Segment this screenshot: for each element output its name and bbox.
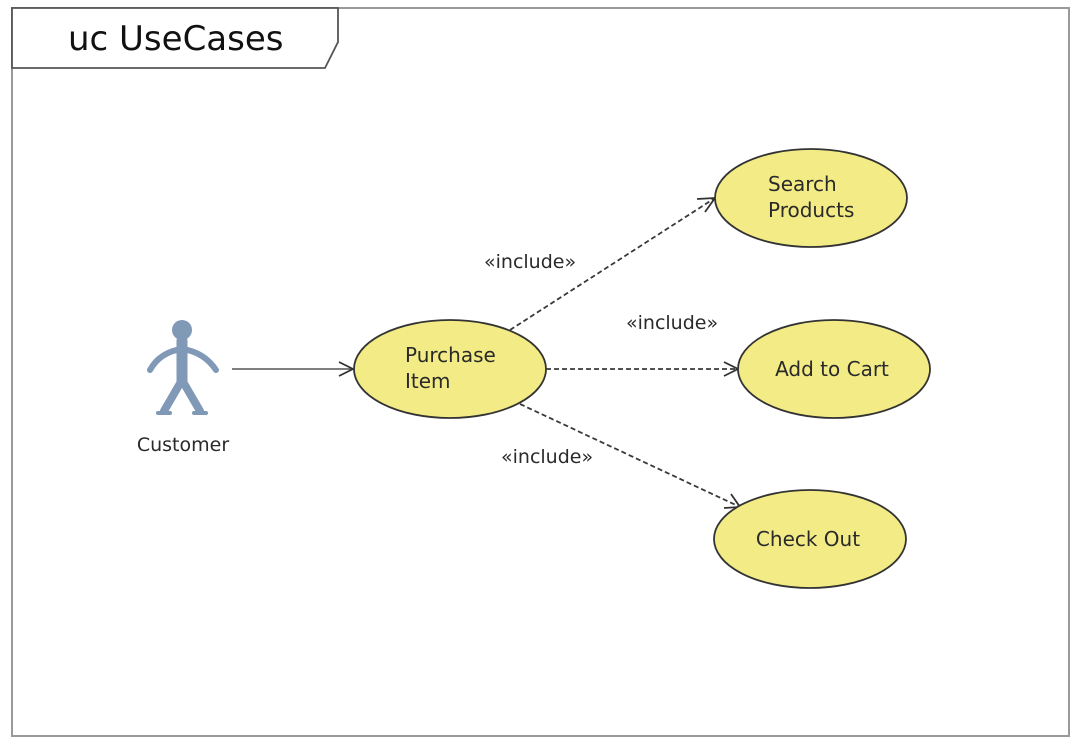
usecase-checkout-label: Check Out [756, 527, 860, 551]
include-label-cart: «include» [626, 312, 718, 334]
usecase-search-shape [714, 148, 908, 248]
actor-customer[interactable]: Customer [137, 320, 229, 456]
usecase-checkout-shape [713, 489, 907, 589]
frame-title: uc UseCases [68, 19, 284, 59]
actor-label: Customer [137, 434, 229, 456]
actor-icon [147, 320, 219, 415]
association-arrow [232, 361, 356, 377]
usecase-search-products[interactable]: Search Products [714, 148, 908, 248]
usecase-cart-shape [737, 319, 931, 419]
include-label-checkout: «include» [501, 446, 593, 468]
include-label-search: «include» [484, 251, 576, 273]
usecase-cart-label: Add to Cart [775, 357, 889, 381]
usecase-add-to-cart[interactable]: Add to Cart [737, 319, 931, 419]
usecase-purchase-item[interactable]: Purchase Item [353, 319, 547, 419]
usecase-search-line1: Search [768, 172, 837, 196]
usecase-check-out[interactable]: Check Out [713, 489, 907, 589]
usecase-search-line2: Products [768, 198, 854, 222]
frame-title-tab [11, 7, 339, 69]
usecase-purchase-shape [353, 319, 547, 419]
usecase-purchase-line1: Purchase [405, 343, 496, 367]
usecase-purchase-line2: Item [405, 369, 451, 393]
